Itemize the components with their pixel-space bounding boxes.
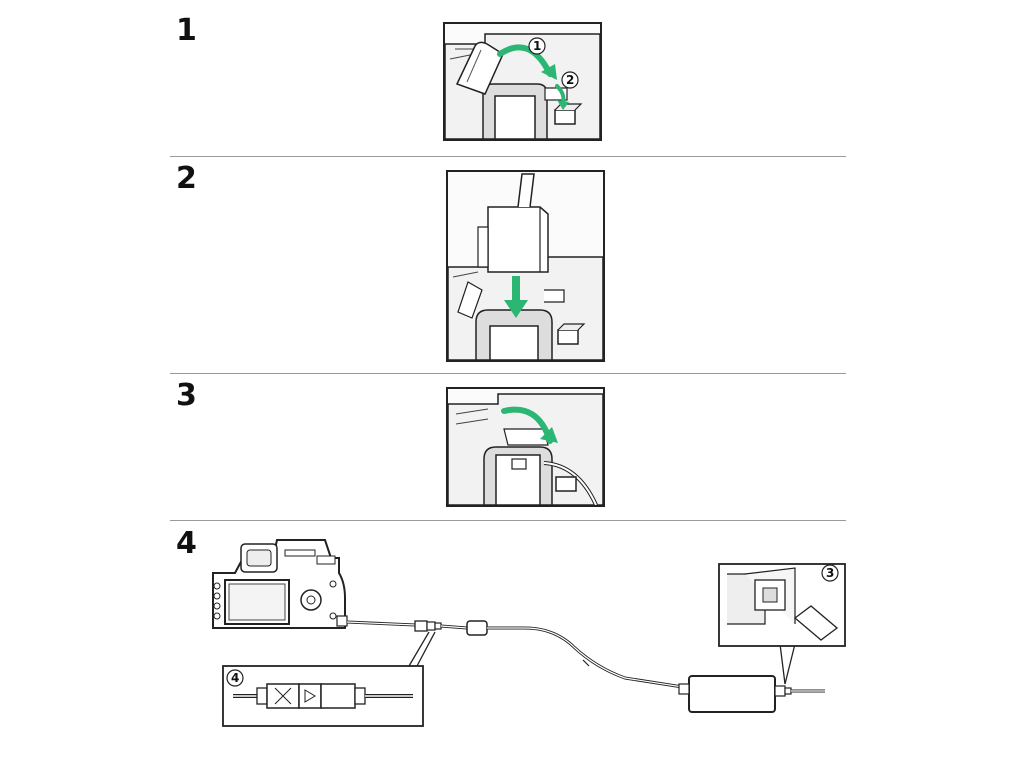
step4-drawing: 3 4 [212,539,846,727]
step-number-2: 2 [176,161,197,196]
ferrite-core-icon [466,620,488,636]
step1-callout-1: 1 [533,39,541,53]
step1-drawing: 1 2 [445,33,600,139]
divider-2 [170,373,846,374]
inline-connector-icon [414,620,442,632]
step1-callout-2: 2 [566,73,574,87]
divider-3 [170,520,846,521]
step-number-1: 1 [176,13,197,48]
step4-callout-3: 3 [826,566,834,580]
divider-1 [170,156,846,157]
callout-box-4: 4 [222,665,424,727]
step2-illustration [446,170,605,362]
step-number-3: 3 [176,378,197,413]
callout-box-3: 3 [718,563,846,647]
step4-illustration: 3 4 [205,528,850,743]
step3-drawing [448,393,603,505]
step4-callout-4: 4 [231,671,239,685]
ac-adapter-icon [688,675,776,713]
step3-illustration [446,387,605,507]
step1-illustration: 1 2 [443,22,602,141]
step2-drawing [448,173,603,360]
camera-icon [212,539,348,629]
step-number-4: 4 [176,526,197,561]
